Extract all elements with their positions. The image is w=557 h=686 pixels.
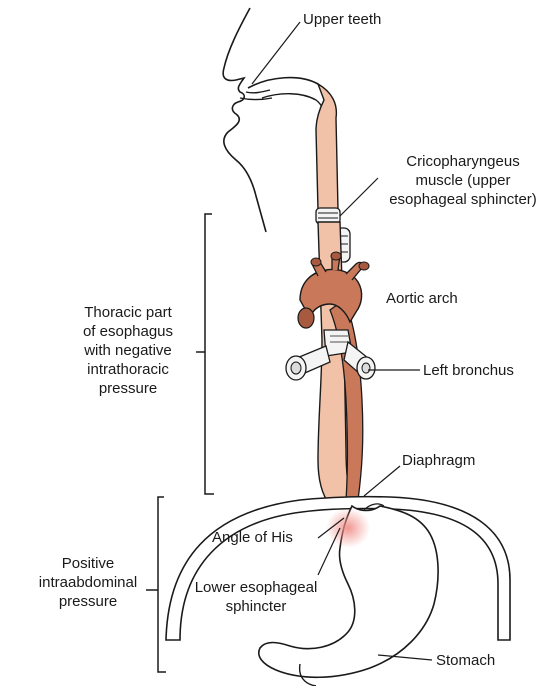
label-cricopharyngeus: Cricopharyngeus muscle (upper esophageal… — [374, 152, 552, 209]
label-stomach: Stomach — [436, 651, 495, 670]
thoracic-bracket — [196, 214, 214, 494]
label-line: intraabdominal — [30, 573, 146, 592]
label-line: intrathoracic — [64, 360, 192, 379]
label-line: pressure — [64, 379, 192, 398]
arch-end — [298, 308, 314, 328]
label-line: sphincter — [176, 597, 336, 616]
label-diaphragm: Diaphragm — [402, 451, 475, 470]
abdominal-bracket — [146, 497, 166, 672]
label-lower-sphincter: Lower esophageal sphincter — [176, 578, 336, 616]
label-thoracic-part: Thoracic part of esophagus with negative… — [64, 303, 192, 398]
label-line: Positive — [30, 554, 146, 573]
label-left-bronchus: Left bronchus — [423, 361, 514, 380]
branch-cap-1 — [311, 258, 321, 266]
branch-cap-2 — [331, 252, 341, 260]
label-line: with negative — [64, 341, 192, 360]
label-line: Cricopharyngeus — [374, 152, 552, 171]
label-line: of esophagus — [64, 322, 192, 341]
label-line: esophageal sphincter) — [374, 190, 552, 209]
angle-of-his-highlight — [326, 508, 370, 548]
tongue-curve — [262, 94, 325, 128]
label-upper-teeth: Upper teeth — [303, 10, 381, 29]
face-profile — [223, 8, 266, 232]
label-line: pressure — [30, 592, 146, 611]
label-aortic-arch: Aortic arch — [386, 289, 458, 308]
branch-cap-3 — [359, 262, 369, 270]
label-angle-of-his: Angle of His — [212, 528, 293, 547]
label-positive-pressure: Positive intraabdominal pressure — [30, 554, 146, 611]
label-line: Thoracic part — [64, 303, 192, 322]
label-line: Lower esophageal — [176, 578, 336, 597]
label-line: muscle (upper — [374, 171, 552, 190]
